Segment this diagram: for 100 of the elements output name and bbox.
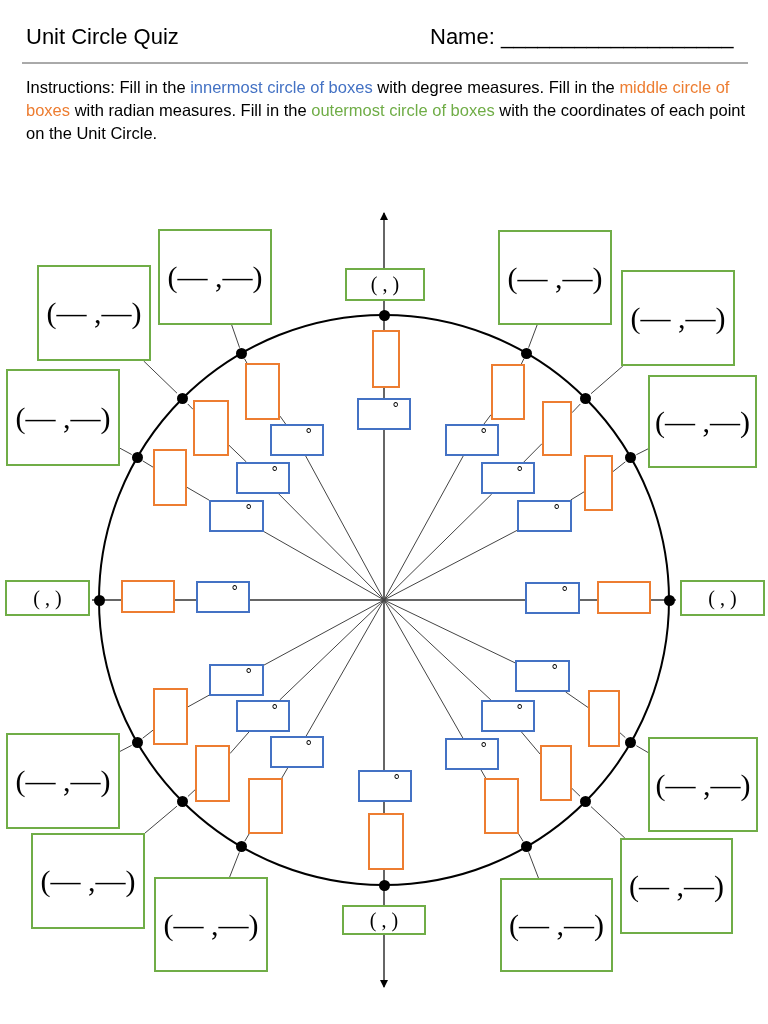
radian-answer-box (484, 778, 519, 834)
degree-answer-box: ° (196, 581, 250, 613)
radian-answer-box (491, 364, 525, 420)
leader-line (635, 745, 649, 753)
leader-line (229, 731, 250, 755)
radian-answer-box (193, 400, 229, 456)
leader-line (305, 455, 385, 601)
degree-answer-box: ° (481, 700, 535, 732)
leader-line (142, 729, 154, 739)
degree-answer-box: ° (517, 500, 572, 532)
radian-answer-box (121, 580, 175, 613)
leader-line (570, 491, 585, 501)
unit-circle-point (521, 841, 532, 853)
leader-line (383, 599, 516, 664)
radian-answer-box (248, 778, 283, 834)
leader-line (520, 358, 525, 365)
leader-line (518, 833, 524, 842)
leader-line (383, 599, 464, 739)
degree-answer-box: ° (209, 664, 264, 696)
leader-line (590, 806, 626, 839)
coordinate-answer-box: (— ,—) (31, 833, 145, 929)
leader-line (305, 599, 385, 737)
leader-line (187, 789, 196, 797)
radian-answer-box (584, 455, 613, 511)
unit-circle-point (580, 796, 591, 807)
leader-line (143, 360, 178, 394)
leader-line (279, 599, 385, 701)
leader-line (244, 358, 248, 364)
leader-line (263, 599, 385, 666)
unit-circle-point (378, 309, 390, 321)
degree-answer-box: ° (236, 700, 290, 732)
leader-line (279, 415, 287, 425)
degree-answer-box: ° (515, 660, 570, 692)
radian-answer-box (542, 401, 572, 456)
leader-line (228, 444, 247, 463)
unit-circle-point (378, 879, 390, 891)
unit-circle-point (521, 347, 532, 359)
leader-line (187, 694, 210, 708)
radian-answer-box (153, 449, 187, 506)
coordinate-answer-box: ( , ) (680, 580, 765, 616)
leader-line (383, 455, 464, 601)
leader-line (480, 769, 487, 779)
radian-answer-box (245, 363, 280, 420)
coordinate-answer-box: (— ,—) (6, 369, 120, 466)
leader-line (571, 787, 581, 797)
leader-line (281, 767, 289, 779)
leader-line (119, 744, 133, 752)
leader-line (590, 365, 624, 395)
radian-answer-box (597, 581, 651, 614)
leader-line (187, 403, 194, 410)
leader-line (520, 731, 541, 755)
leader-line (278, 493, 385, 601)
degree-answer-box: ° (357, 398, 411, 430)
unit-circle-point (236, 841, 247, 853)
degree-answer-box: ° (445, 424, 499, 456)
leader-line (119, 447, 133, 456)
unit-circle-point (625, 452, 637, 463)
leader-line (571, 403, 581, 414)
leader-line (229, 851, 240, 878)
coordinate-answer-box: (— ,—) (648, 737, 758, 832)
leader-line (635, 448, 649, 456)
coordinate-answer-box: ( , ) (5, 580, 90, 616)
coordinate-answer-box: (— ,—) (158, 229, 272, 325)
radian-answer-box (153, 688, 188, 745)
degree-answer-box: ° (270, 424, 324, 456)
radian-answer-box (195, 745, 230, 802)
leader-line (612, 461, 626, 473)
coordinate-answer-box: (— ,—) (6, 733, 120, 829)
leader-line (523, 443, 543, 463)
leader-line (231, 324, 241, 349)
leader-line (142, 460, 154, 468)
coordinate-answer-box: (— ,—) (154, 877, 268, 972)
coordinate-answer-box: (— ,—) (37, 265, 151, 361)
leader-line (383, 529, 518, 601)
unit-circle-point (663, 594, 675, 606)
radian-answer-box (588, 690, 620, 747)
radian-answer-box (372, 330, 400, 388)
radian-answer-box (540, 745, 572, 801)
leader-line (144, 805, 178, 834)
leader-line (565, 691, 589, 708)
coordinate-answer-box: (— ,—) (498, 230, 612, 325)
coordinate-answer-box: (— ,—) (620, 838, 733, 934)
leader-line (383, 599, 492, 701)
leader-line (263, 531, 385, 601)
leader-line (528, 324, 538, 349)
leader-line (383, 493, 493, 601)
unit-circle-point (580, 392, 591, 404)
coordinate-answer-box: ( , ) (345, 268, 425, 301)
radian-answer-box (368, 813, 404, 870)
name-field-label: Name: ___________________ (430, 24, 734, 50)
coordinate-answer-box: (— ,—) (500, 878, 613, 972)
unit-circle-point (176, 796, 188, 807)
unit-circle-point (625, 737, 637, 748)
title: Unit Circle Quiz (26, 24, 179, 50)
coordinate-answer-box: ( , ) (342, 905, 426, 935)
leader-line (619, 732, 626, 739)
coordinate-answer-box: (— ,—) (648, 375, 757, 468)
degree-answer-box: ° (358, 770, 412, 802)
leader-line (483, 414, 492, 425)
degree-answer-box: ° (525, 582, 580, 614)
